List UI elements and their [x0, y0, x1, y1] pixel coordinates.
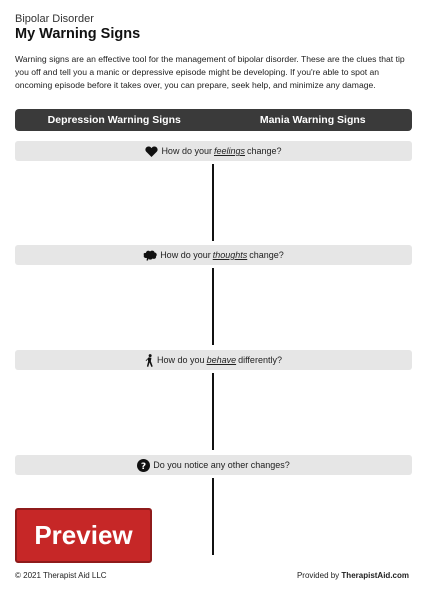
prompt-post: differently?: [238, 355, 282, 365]
prompt-thoughts: How do your thoughts change?: [15, 245, 412, 265]
column-divider: [212, 373, 214, 450]
svg-text:?: ?: [141, 461, 146, 471]
column-header-bar: Depression Warning Signs Mania Warning S…: [15, 109, 412, 131]
intro-paragraph: Warning signs are an effective tool for …: [15, 54, 405, 91]
prompt-pre: How do you: [157, 355, 205, 365]
heart-icon: [145, 145, 159, 157]
prompt-post: change?: [247, 146, 282, 156]
column-header-depression: Depression Warning Signs: [47, 114, 181, 126]
column-header-mania: Mania Warning Signs: [259, 114, 366, 126]
brain-icon: [143, 250, 157, 261]
prompt-text: Do you notice any other changes?: [153, 460, 290, 470]
prompt-keyword: behave: [206, 355, 237, 365]
prompt-pre: How do your: [160, 250, 211, 260]
footer-brand[interactable]: TherapistAid.com: [341, 571, 409, 580]
question-icon: ?: [137, 458, 151, 472]
footer-provided-label: Provided by: [296, 571, 340, 580]
preview-button[interactable]: Preview: [15, 508, 152, 563]
footer-copyright: © 2021 Therapist Aid LLC: [15, 571, 107, 580]
prompt-behave: How do you behave differently?: [15, 350, 412, 370]
walking-person-icon: [145, 353, 154, 367]
doc-supertitle: Bipolar Disorder: [15, 13, 94, 25]
footer-provided-by: Provided by TherapistAid.com: [297, 571, 409, 580]
column-divider: [212, 478, 214, 555]
prompt-pre: How do your: [161, 146, 212, 156]
prompt-keyword: thoughts: [212, 250, 248, 260]
column-divider: [212, 164, 214, 241]
page-title: My Warning Signs: [15, 26, 141, 42]
prompt-keyword: feelings: [213, 146, 245, 156]
prompt-other-changes: ? Do you notice any other changes?: [15, 455, 412, 475]
column-divider: [212, 268, 214, 345]
prompt-post: change?: [249, 250, 284, 260]
prompt-feelings: How do your feelings change?: [15, 141, 412, 161]
